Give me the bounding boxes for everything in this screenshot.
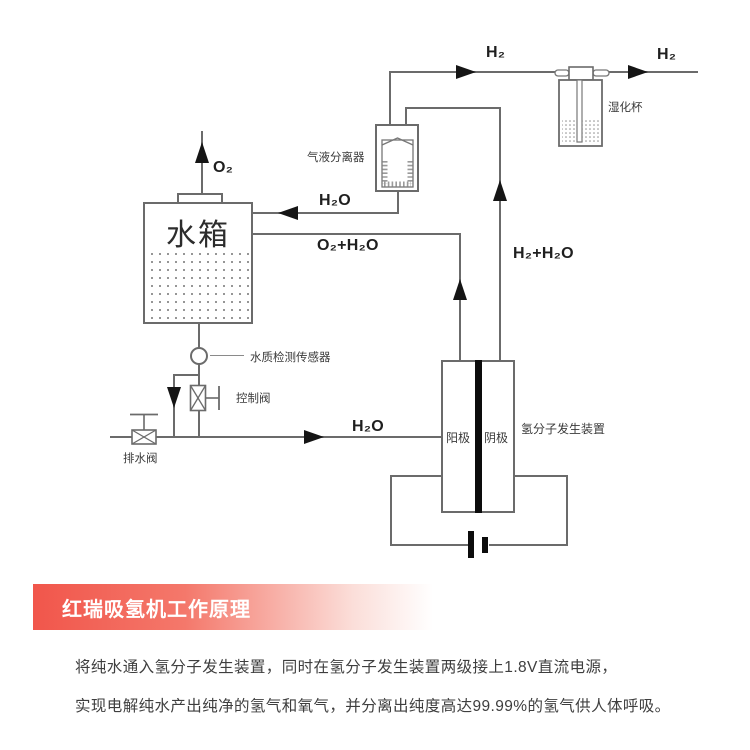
humidifier-label: 湿化杯 <box>608 102 643 114</box>
arrow-h2o-return <box>278 206 298 220</box>
wire-bottom-right <box>489 544 568 546</box>
generator-membrane <box>475 360 482 513</box>
pipe-h2h2o-horizontal <box>405 107 501 109</box>
water-quality-sensor <box>190 347 208 365</box>
arrow-h2-out <box>628 65 648 79</box>
section-title-banner <box>33 584 433 630</box>
control-valve <box>189 384 220 412</box>
pipe-h2-output <box>608 71 698 73</box>
pipe-tank-to-sensor <box>198 323 200 349</box>
description-line-1: 将纯水通入氢分子发生装置，同时在氢分子发生装置两级接上1.8V直流电源， <box>75 659 618 676</box>
wire-top-right <box>514 475 568 477</box>
h2o-feed-label: H₂O <box>352 418 385 435</box>
pipe-h2o-return-drop <box>397 190 399 213</box>
wire-bottom-left <box>390 544 468 546</box>
description-line-2: 实现电解纯水产出纯净的氢气和氧气，并分离出纯度高达99.99%的氢气供人体呼吸。 <box>75 698 671 715</box>
pipe-h2h2o-stub <box>405 107 407 125</box>
h2o-return-label: H₂O <box>319 192 352 209</box>
generator-label: 氢分子发生装置 <box>521 422 606 436</box>
humidifier-cup <box>554 66 610 147</box>
anode-label: 阳极 <box>446 431 471 445</box>
tank-cap <box>177 193 223 203</box>
cathode-label: 阴极 <box>484 431 509 445</box>
h2-mid-label: H₂ <box>486 44 506 61</box>
gas-liquid-separator <box>375 124 419 192</box>
pipe-h2-riser <box>389 71 391 126</box>
h2h2o-label: H₂+H₂O <box>513 245 574 262</box>
arrow-o2h2o-up <box>453 279 467 300</box>
wire-right <box>566 475 568 546</box>
section-title: 红瑞吸氢机工作原理 <box>62 599 251 621</box>
drain-valve-label: 排水阀 <box>123 453 158 465</box>
battery-long-plate <box>468 531 474 558</box>
sensor-leader-line <box>210 355 244 356</box>
drain-valve <box>130 413 158 445</box>
pipe-h2o-return-horizontal <box>253 212 399 214</box>
control-valve-label: 控制阀 <box>236 393 271 405</box>
arrow-h2h2o-up <box>493 180 507 201</box>
wire-left <box>390 475 392 546</box>
pipe-drain-branch-horizontal <box>173 374 200 376</box>
battery-short-plate <box>482 537 488 553</box>
pipe-valve-to-feed <box>198 409 200 437</box>
arrow-drain-down <box>167 387 181 408</box>
arrow-h2o-feed <box>304 430 324 444</box>
o2h2o-label: O₂+H₂O <box>317 237 379 254</box>
pipe-h2o-feed <box>110 436 442 438</box>
h2-output-label: H₂ <box>657 46 677 63</box>
pipe-h2h2o-vertical <box>499 107 501 360</box>
sensor-label: 水质检测传感器 <box>250 352 331 364</box>
separator-label: 气液分离器 <box>307 152 365 164</box>
pipe-o2h2o-horizontal <box>253 233 461 235</box>
tank-water-fill <box>147 248 249 320</box>
arrow-h2-mid <box>456 65 476 79</box>
tank-label: 水箱 <box>166 219 230 252</box>
arrow-o2-up <box>195 142 209 163</box>
wire-top-left <box>390 475 442 477</box>
o2-vent-label: O₂ <box>213 159 234 176</box>
